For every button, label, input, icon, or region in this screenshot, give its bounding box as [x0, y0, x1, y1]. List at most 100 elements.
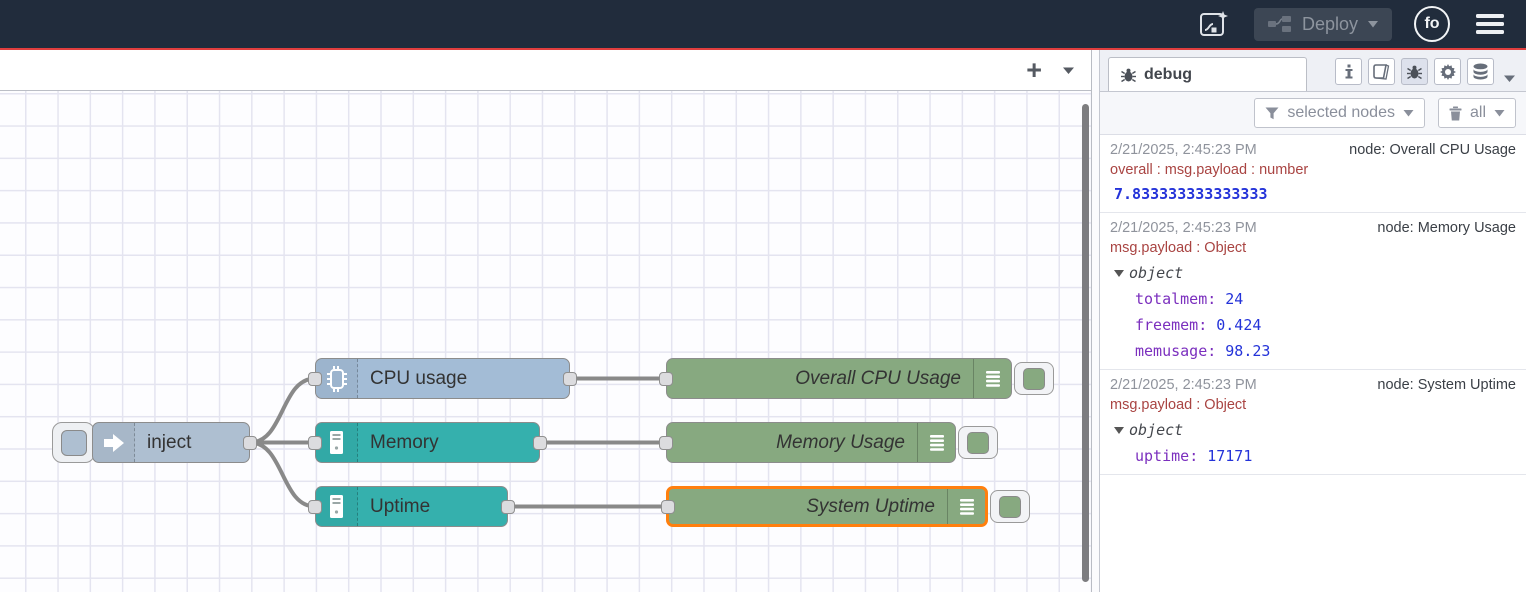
wire-inject-cpu[interactable]: [248, 376, 317, 445]
output-port[interactable]: [243, 435, 257, 450]
avatar-initials: fo: [1424, 15, 1440, 32]
user-avatar[interactable]: fo: [1414, 6, 1450, 42]
wire-layer: [248, 376, 668, 509]
object-label: object: [1129, 421, 1184, 439]
node-memory[interactable]: Memory: [308, 422, 547, 463]
flow-tabbar: +: [0, 50, 1091, 91]
object-label: object: [1129, 264, 1184, 282]
flow-sparkle-button[interactable]: [1196, 7, 1232, 41]
trash-icon: [1449, 106, 1462, 121]
message-value: 7.833333333333333: [1114, 185, 1268, 203]
flow-sparkle-icon: [1199, 10, 1229, 38]
cpu-chip-icon: [316, 359, 358, 398]
sidebar-context-button[interactable]: [1467, 58, 1494, 85]
bug-icon: [1120, 67, 1137, 83]
wire-inject-uptime[interactable]: [248, 440, 317, 509]
message-meta: overall : msg.payload : number: [1110, 162, 1309, 178]
object-entry: memusage98.23: [1110, 342, 1516, 360]
node-label: Memory: [370, 431, 439, 453]
debug-lines-icon: [917, 423, 955, 462]
debug-toggle-button[interactable]: [958, 426, 998, 459]
node-label: System Uptime: [806, 495, 935, 517]
node-label: Uptime: [370, 495, 431, 517]
message-node-name: node: Overall CPU Usage: [1349, 142, 1516, 158]
debug-sidebar: debug: [1099, 50, 1526, 592]
sidebar-splitter[interactable]: [1092, 50, 1099, 592]
debug-message-list[interactable]: 2/21/2025, 2:45:23 PM node: Overall CPU …: [1100, 135, 1526, 592]
input-port[interactable]: [659, 435, 673, 450]
node-debug-overall-cpu[interactable]: Overall CPU Usage: [659, 358, 1012, 399]
deploy-icon: [1267, 15, 1293, 33]
sidebar-menu-caret-icon[interactable]: [1503, 74, 1516, 91]
inject-trigger-button[interactable]: [52, 422, 95, 463]
server-icon: [316, 423, 358, 462]
entry-value: 0.424: [1216, 316, 1262, 334]
add-flow-button[interactable]: +: [1026, 54, 1042, 85]
node-label: Overall CPU Usage: [795, 367, 961, 389]
input-port[interactable]: [661, 499, 675, 514]
node-inject[interactable]: inject: [92, 422, 257, 463]
sidebar-info-button[interactable]: [1335, 58, 1362, 85]
info-icon: [1345, 64, 1353, 79]
debug-toggle-button[interactable]: [1014, 362, 1054, 395]
debug-toggle-button[interactable]: [990, 490, 1030, 523]
sidebar-debug-button[interactable]: [1401, 58, 1428, 85]
debug-message: 2/21/2025, 2:45:23 PM node: Memory Usage…: [1100, 213, 1526, 370]
sidebar-config-button[interactable]: [1434, 58, 1461, 85]
server-icon: [316, 487, 358, 526]
flow-list-caret-icon[interactable]: [1062, 66, 1075, 75]
message-meta: msg.payload : Object: [1110, 397, 1247, 413]
sidebar-help-button[interactable]: [1368, 58, 1395, 85]
debug-toolbar: selected nodes all: [1100, 91, 1526, 135]
tab-debug-label: debug: [1144, 65, 1192, 83]
canvas-vertical-scrollbar[interactable]: [1082, 104, 1089, 582]
flow-canvas[interactable]: inject: [0, 91, 1091, 592]
funnel-icon: [1265, 107, 1279, 120]
output-port[interactable]: [533, 435, 547, 450]
object-entry: uptime17171: [1110, 447, 1516, 465]
debug-filter-label: selected nodes: [1287, 104, 1395, 121]
input-port[interactable]: [308, 499, 322, 514]
debug-message: 2/21/2025, 2:45:23 PM node: Overall CPU …: [1100, 135, 1526, 213]
input-port[interactable]: [659, 371, 673, 386]
hamburger-icon: [1476, 14, 1504, 34]
message-node-name: node: Memory Usage: [1377, 220, 1516, 236]
output-port[interactable]: [501, 499, 515, 514]
debug-message: 2/21/2025, 2:45:23 PM node: System Uptim…: [1100, 370, 1526, 475]
entry-key: memusage: [1135, 342, 1216, 360]
debug-lines-icon: [973, 359, 1011, 398]
book-icon: [1373, 63, 1390, 80]
message-node-name: node: System Uptime: [1377, 377, 1516, 393]
deploy-caret-icon[interactable]: [1367, 20, 1379, 28]
input-port[interactable]: [308, 371, 322, 386]
debug-filter-button[interactable]: selected nodes: [1254, 98, 1425, 128]
debug-lines-icon: [947, 489, 985, 524]
entry-key: totalmem: [1135, 290, 1216, 308]
message-meta: msg.payload : Object: [1110, 240, 1247, 256]
node-uptime[interactable]: Uptime: [308, 486, 515, 527]
debug-clear-button[interactable]: all: [1437, 98, 1516, 128]
database-icon: [1472, 63, 1489, 80]
node-label: Memory Usage: [776, 431, 905, 453]
node-debug-system-uptime[interactable]: System Uptime: [661, 486, 988, 527]
object-entry: freemem0.424: [1110, 316, 1516, 334]
node-debug-memory-usage[interactable]: Memory Usage: [659, 422, 956, 463]
input-port[interactable]: [308, 435, 322, 450]
workspace-column: +: [0, 50, 1092, 592]
deploy-button[interactable]: Deploy: [1253, 7, 1392, 41]
caret-down-icon: [1494, 109, 1505, 117]
sidebar-tabbar: debug: [1100, 50, 1526, 91]
output-port[interactable]: [563, 371, 577, 386]
gear-icon: [1439, 63, 1456, 80]
message-timestamp: 2/21/2025, 2:45:23 PM: [1110, 220, 1257, 236]
caret-down-icon: [1403, 109, 1414, 117]
collapse-caret-icon[interactable]: [1114, 426, 1124, 434]
main-menu-button[interactable]: [1472, 7, 1508, 41]
message-timestamp: 2/21/2025, 2:45:23 PM: [1110, 377, 1257, 393]
node-cpu-usage[interactable]: CPU usage: [308, 358, 577, 399]
entry-value: 24: [1225, 290, 1244, 308]
tab-debug[interactable]: debug: [1108, 57, 1307, 91]
node-label: CPU usage: [370, 367, 468, 389]
collapse-caret-icon[interactable]: [1114, 269, 1124, 277]
